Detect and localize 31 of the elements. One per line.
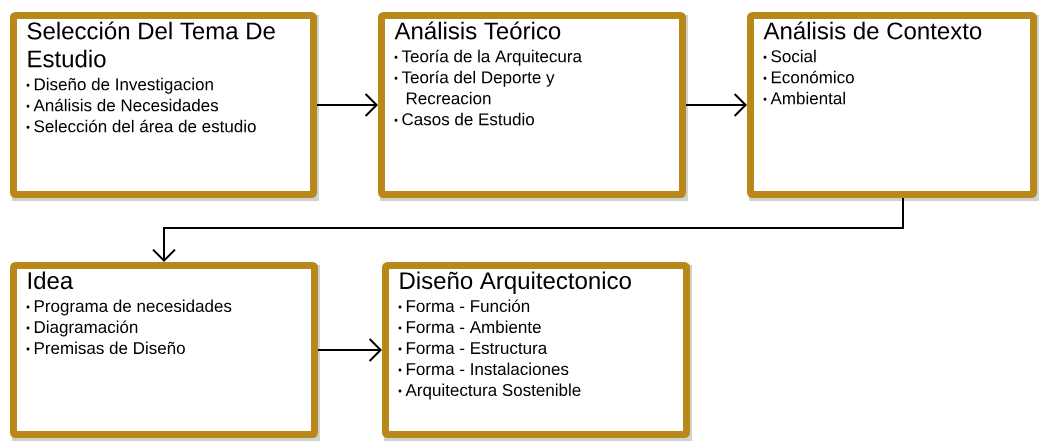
bullet-item: Diseño de Investigacion [26, 77, 213, 94]
bullet-item: Casos de Estudio [394, 112, 534, 126]
bullet-item: Social [763, 49, 816, 63]
bullet-item: Forma - Ambiente [398, 320, 541, 334]
arrow [317, 338, 382, 362]
process-box [747, 12, 1039, 201]
bullet-item: Económico [763, 70, 854, 84]
bullet-item: Forma - Estructura [398, 342, 548, 355]
box-heading: Selección Del Tema De Estudio [27, 21, 275, 68]
bullet-item: Teoría de la Arquitecura [394, 49, 582, 66]
box-heading: Idea [28, 271, 74, 290]
arrow [316, 93, 378, 117]
bullet-item: Forma - Instalaciones [398, 362, 569, 376]
arrow [152, 197, 904, 262]
bullet-item: Forma - Función [398, 299, 530, 313]
box-heading: Análisis de Contexto [763, 21, 982, 40]
bullet-item: Selección del área de estudio [26, 119, 256, 133]
process-box [382, 262, 692, 441]
box-heading: Análisis Teórico [394, 21, 561, 40]
arrow [685, 93, 747, 117]
process-box [378, 12, 688, 201]
bullet-item: Teoría del Deporte y Recreacion [394, 70, 555, 105]
bullet-item: Análisis de Necesidades [26, 98, 219, 112]
bullet-item: Arquitectura Sostenible [398, 383, 581, 400]
box-heading: Diseño Arquitectonico [400, 271, 631, 294]
bullet-item: Premisas de Diseño [26, 341, 185, 355]
process-box [10, 12, 319, 201]
bullet-item: Programa de necesidades [26, 299, 232, 316]
process-box [10, 262, 320, 441]
bullet-item: Ambiental [763, 91, 845, 105]
bullet-item: Diagramación [26, 320, 138, 337]
